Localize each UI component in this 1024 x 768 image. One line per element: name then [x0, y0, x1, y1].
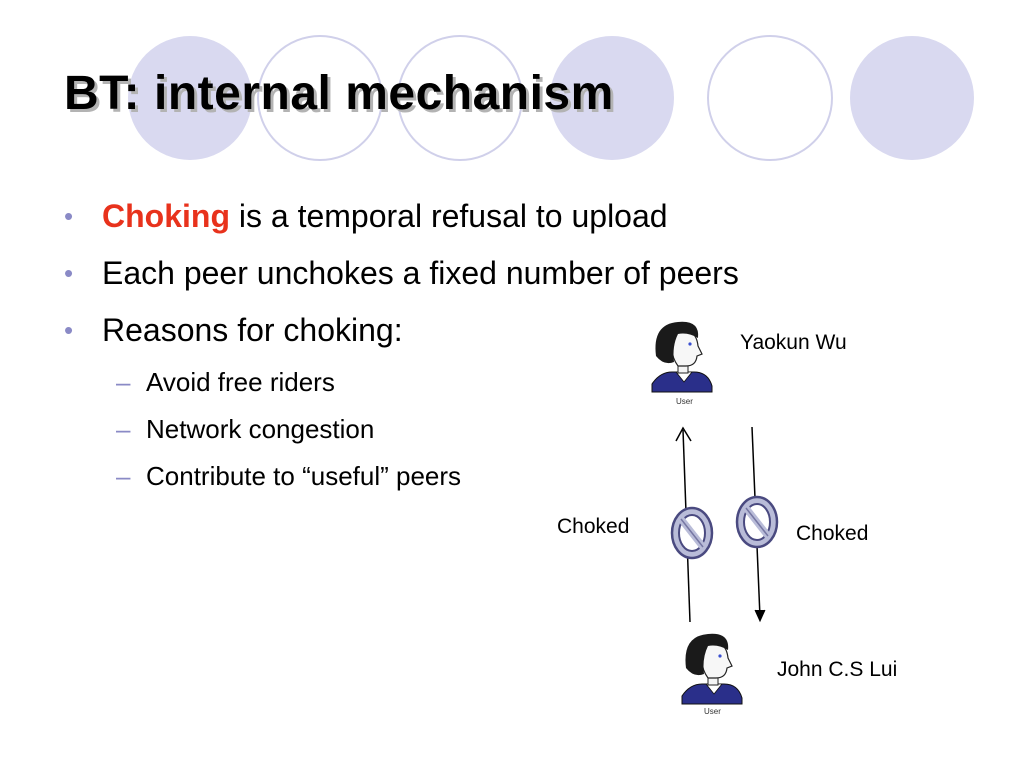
decor-circle-outline — [257, 35, 383, 161]
choking-diagram: User Yaokun Wu User John C.S Lui Choked … — [557, 321, 897, 716]
sub-bullet-list: – Avoid free riders – Network congestion… — [58, 359, 739, 500]
sub-bullet-group: – Avoid free riders – Network congestion… — [58, 359, 739, 500]
sub-bullet-item: – Contribute to “useful” peers — [58, 453, 739, 500]
choke-sign-icon — [672, 508, 712, 558]
slide-title: BT: internal mechanism — [64, 67, 614, 120]
top-user-name: Yaokun Wu — [740, 331, 847, 354]
top-user-caption: User — [676, 397, 693, 406]
highlight-term: Choking — [102, 198, 230, 234]
bullet-item: • Reasons for choking: — [58, 302, 739, 359]
bullet-item: • Choking is a temporal refusal to uploa… — [58, 188, 739, 245]
sub-bullet-marker: – — [116, 461, 131, 491]
bullet-marker: • — [64, 201, 74, 231]
left-choked-label: Choked — [557, 515, 629, 538]
sub-bullet-text: Avoid free riders — [146, 367, 335, 397]
sub-bullet-item: – Network congestion — [58, 406, 739, 453]
sub-bullet-marker: – — [116, 414, 131, 444]
bottom-user-icon — [681, 633, 743, 705]
decor-circle-outline — [707, 35, 833, 161]
decor-circle-filled — [550, 36, 674, 160]
bullet-text: is a temporal refusal to upload — [229, 198, 668, 234]
sub-bullet-text: Network congestion — [146, 414, 375, 444]
choke-sign-icon — [737, 497, 777, 547]
bullet-item: • Each peer unchokes a fixed number of p… — [58, 245, 739, 302]
bottom-user-name: John C.S Lui — [777, 658, 897, 681]
right-choked-label: Choked — [796, 522, 868, 545]
bullet-text: Each peer unchokes a fixed number of pee… — [102, 255, 739, 291]
bullet-marker: • — [64, 258, 74, 288]
arrowhead-down — [754, 609, 766, 623]
header-decoration — [128, 35, 974, 161]
sub-bullet-marker: – — [116, 367, 131, 397]
bullet-text: Reasons for choking: — [102, 312, 403, 348]
sub-bullet-item: – Avoid free riders — [58, 359, 739, 406]
decor-circle-outline — [397, 35, 523, 161]
decor-circle-filled — [128, 36, 252, 160]
arrowhead-up — [675, 426, 692, 442]
top-user-icon — [651, 321, 713, 393]
bullet-list: • Choking is a temporal refusal to uploa… — [58, 188, 739, 500]
decor-circle-filled — [850, 36, 974, 160]
bullet-marker: • — [64, 315, 74, 345]
sub-bullet-text: Contribute to “useful” peers — [146, 461, 462, 491]
bottom-user-caption: User — [704, 707, 721, 716]
